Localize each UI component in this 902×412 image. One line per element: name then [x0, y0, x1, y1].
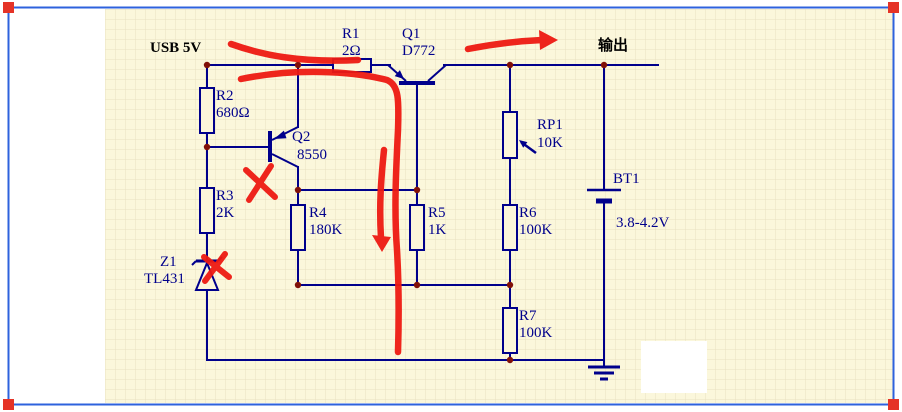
annotation-output-arrow-head — [539, 30, 558, 50]
label-rp1-value: 10K — [537, 135, 563, 151]
label-output: 输出 — [598, 36, 628, 54]
schematic-primitive — [274, 130, 287, 139]
annotation-x-z1 — [201, 251, 232, 284]
schematic-primitive — [506, 281, 514, 289]
schematic-primitive — [394, 70, 404, 79]
label-r7-value: 100K — [519, 325, 553, 341]
resistor-r7-body — [502, 307, 518, 354]
selection-handle-top-right[interactable] — [888, 2, 899, 13]
schematic-primitive — [506, 61, 514, 69]
resistor-r3-body — [199, 187, 215, 234]
annotation-down-arrow-shaft — [376, 146, 388, 242]
schematic-primitive — [294, 61, 302, 69]
schematic-primitive — [294, 281, 302, 289]
label-q1-value: D772 — [402, 43, 435, 59]
label-r5-name: R5 — [428, 205, 446, 221]
label-r1-value: 2Ω — [342, 43, 361, 59]
label-r2-name: R2 — [216, 88, 234, 104]
schematic-primitive — [519, 140, 528, 148]
label-q2-name: Q2 — [292, 129, 310, 145]
label-r5-value: 1K — [428, 222, 447, 238]
label-r1-name: R1 — [342, 26, 360, 42]
schematic-primitive — [600, 61, 608, 69]
battery-bt1 — [587, 188, 621, 204]
resistor-r2-body — [199, 87, 215, 134]
label-r7-name: R7 — [519, 308, 537, 324]
annotation-current-path — [237, 68, 402, 356]
label-z1-name: Z1 — [160, 254, 177, 270]
label-r3-value: 2K — [216, 205, 235, 221]
selection-handle-bottom-right[interactable] — [888, 399, 899, 410]
label-usb-5v: USB 5V — [150, 40, 201, 56]
resistor-r4-body — [290, 204, 306, 251]
schematic-primitive — [271, 153, 299, 168]
label-rp1-name: RP1 — [537, 117, 563, 133]
selection-border — [7, 6, 895, 406]
label-q1-name: Q1 — [402, 26, 420, 42]
red-annotations — [201, 30, 558, 356]
transistor-q2 — [268, 126, 299, 168]
grid-background — [105, 9, 893, 403]
label-r4-name: R4 — [309, 205, 327, 221]
schematic-primitive — [191, 260, 197, 266]
transistor-q1 — [387, 64, 447, 85]
annotation-x-q2 — [243, 163, 278, 203]
selection-handles[interactable] — [3, 2, 899, 410]
resistor-r6-body — [502, 204, 518, 251]
resistor-r5-body — [409, 204, 425, 251]
label-bt1-name: BT1 — [613, 171, 640, 187]
schematic-primitive — [294, 186, 302, 194]
annotation-output-arrow-shaft — [464, 36, 546, 53]
annotation-down-arrow-head — [372, 235, 391, 252]
resistors — [199, 58, 518, 354]
junction-dots — [203, 61, 608, 364]
eraser-patch — [641, 341, 707, 393]
label-bt1-value: 3.8-4.2V — [616, 215, 669, 231]
schematic-primitive — [506, 356, 514, 364]
label-r6-name: R6 — [519, 205, 537, 221]
schematic-primitive — [413, 186, 421, 194]
selection-handle-bottom-left[interactable] — [3, 399, 14, 410]
ground-symbol — [588, 365, 620, 381]
potentiometer-rp1-body — [502, 111, 518, 159]
schematic-primitive — [203, 61, 211, 69]
annotation-input-stroke — [227, 40, 362, 64]
label-z1-value: TL431 — [144, 271, 185, 287]
label-r3-name: R3 — [216, 188, 234, 204]
schematic-primitive — [202, 251, 228, 284]
schematic-primitive — [203, 143, 211, 151]
schematic-primitive — [413, 281, 421, 289]
schematic-primitive — [246, 163, 274, 203]
label-r4-value: 180K — [309, 222, 343, 238]
schematic-primitive — [427, 64, 447, 82]
label-q2-value: 8550 — [297, 147, 327, 163]
label-r6-value: 100K — [519, 222, 553, 238]
label-r2-value: 680Ω — [216, 105, 250, 121]
selection-handle-top-left[interactable] — [3, 2, 14, 13]
potentiometer-rp1-wiper — [519, 140, 537, 155]
